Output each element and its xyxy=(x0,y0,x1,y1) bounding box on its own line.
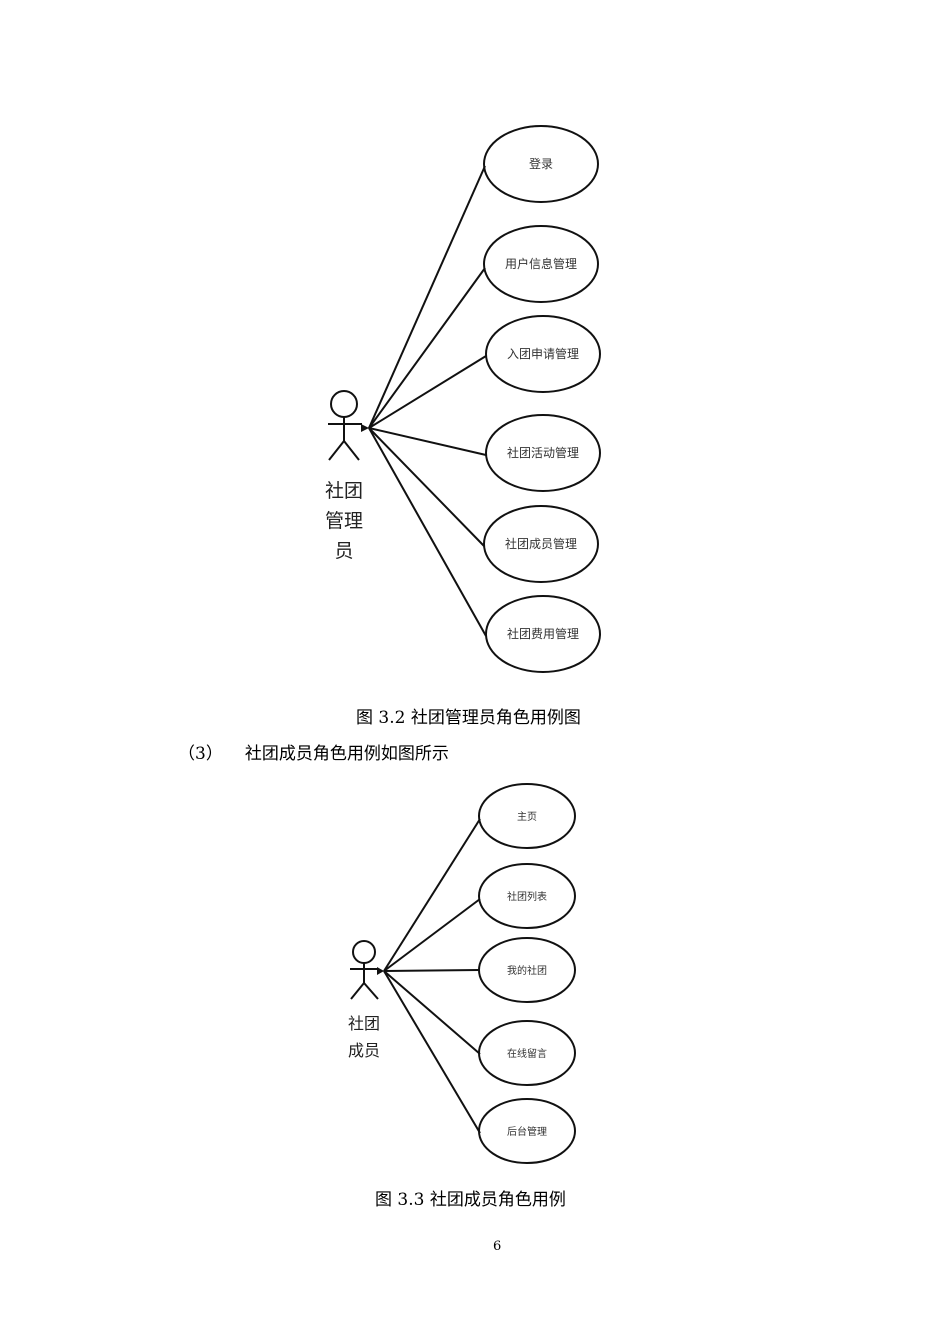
use-case-label: 登录 xyxy=(529,156,553,171)
use-case-message xyxy=(478,1020,576,1086)
use-case-backend xyxy=(478,1098,576,1164)
section-paragraph: （3） 社团成员角色用例如图所示 xyxy=(178,739,449,764)
actor-label-line: 社团 xyxy=(348,1014,380,1033)
use-case-label: 我的社团 xyxy=(507,964,547,977)
use-case-members xyxy=(483,505,599,583)
use-case-label: 后台管理 xyxy=(507,1125,547,1138)
use-case-label: 用户信息管理 xyxy=(505,256,577,271)
use-case-join-apply xyxy=(485,315,601,393)
use-case-my-club xyxy=(478,937,576,1003)
use-case-label: 社团列表 xyxy=(507,890,547,903)
use-case-home xyxy=(478,783,576,849)
use-case-label: 社团活动管理 xyxy=(507,445,579,460)
paragraph-number: （3） xyxy=(178,744,223,764)
actor-club-member-icon xyxy=(350,940,384,1000)
figure-3-3-diagram xyxy=(350,783,576,1164)
use-case-label: 社团成员管理 xyxy=(505,536,577,551)
use-case-label: 主页 xyxy=(517,811,537,823)
use-case-fees xyxy=(485,595,601,673)
use-case-label: 社团费用管理 xyxy=(507,626,579,641)
use-case-label: 入团申请管理 xyxy=(507,346,579,361)
use-case-login xyxy=(483,125,599,203)
paragraph-text: 社团成员角色用例如图所示 xyxy=(244,744,449,764)
actor-label-line: 管理 xyxy=(325,510,363,532)
actor-label-line: 员 xyxy=(334,540,353,562)
page-number: 6 xyxy=(493,1239,502,1254)
use-case-activity xyxy=(485,414,601,492)
figure-3-3-caption: 图 3.3 社团成员角色用例 xyxy=(375,1190,566,1210)
use-case-user-info xyxy=(483,225,599,303)
use-case-club-list xyxy=(478,863,576,929)
figure-3-2-caption: 图 3.2 社团管理员角色用例图 xyxy=(356,708,581,728)
actor-label-line: 成员 xyxy=(348,1041,380,1060)
actor-label-line: 社团 xyxy=(325,480,363,502)
actor-club-admin-icon xyxy=(328,390,369,461)
figure-3-2-diagram xyxy=(328,125,601,673)
use-case-label: 在线留言 xyxy=(507,1047,547,1060)
